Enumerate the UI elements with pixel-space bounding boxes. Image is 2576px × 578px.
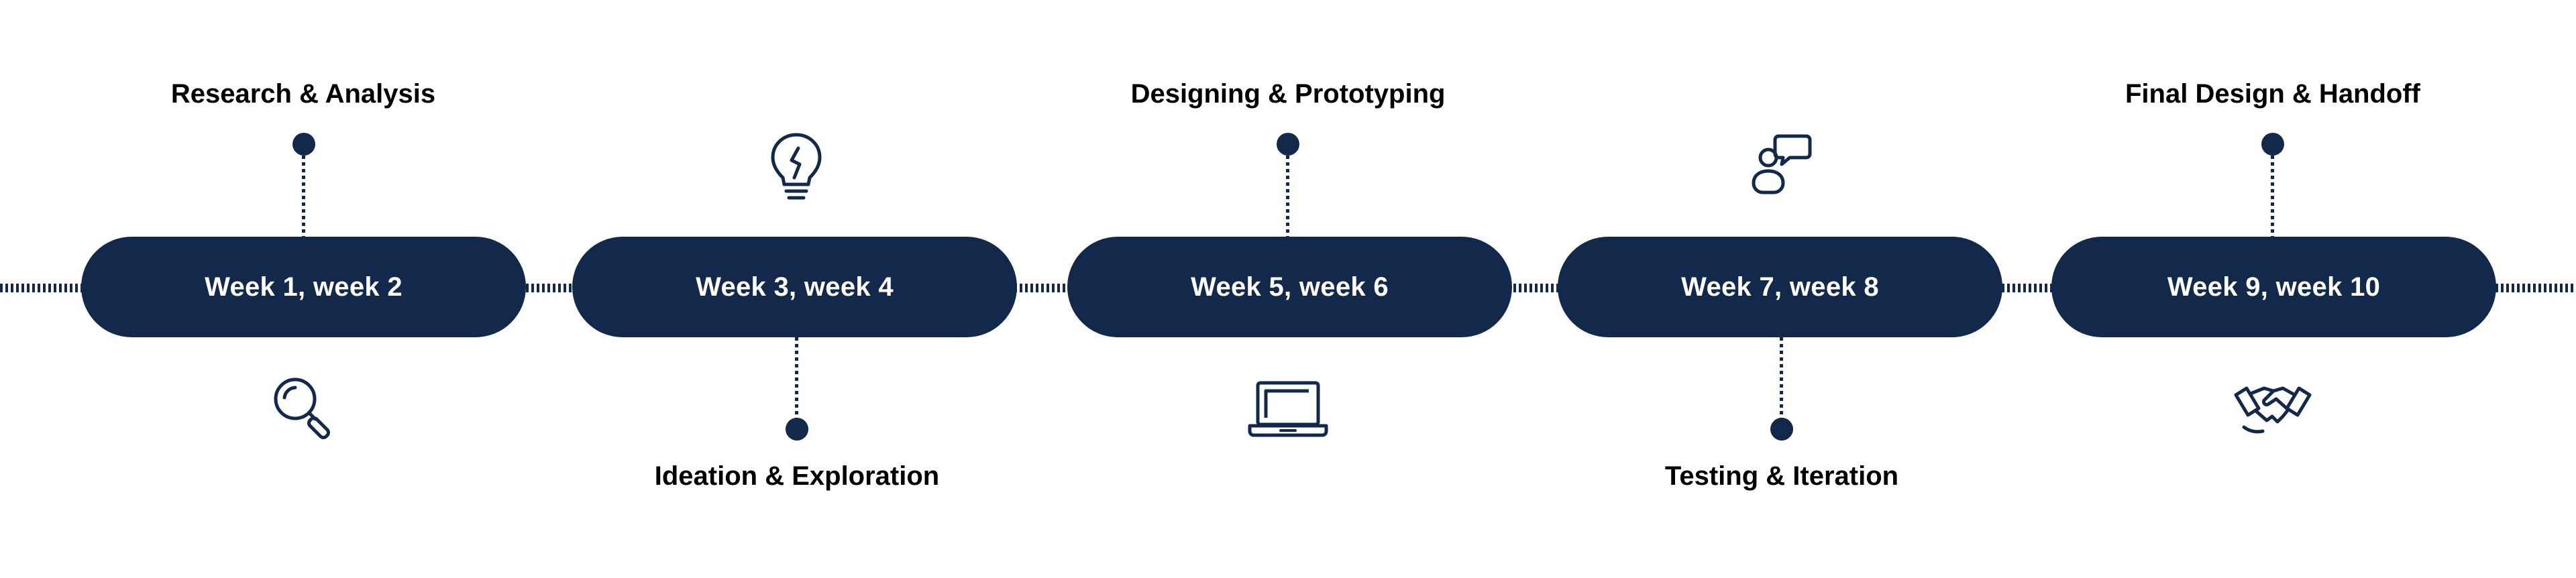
stage-2-week-label: Week 3, week 4 xyxy=(696,272,894,302)
stage-1-week-label: Week 1, week 2 xyxy=(205,272,402,302)
stage-3-week-pill: Week 5, week 6 xyxy=(1067,237,1512,337)
magnifier-icon xyxy=(260,365,347,453)
stage-5-week-label: Week 9, week 10 xyxy=(2167,272,2381,302)
stage-4-marker-dot xyxy=(1770,418,1793,441)
stage-4-week-label: Week 7, week 8 xyxy=(1681,272,1879,302)
stage-4-title: Testing & Iteration xyxy=(1664,461,1899,491)
handshake-icon xyxy=(2229,365,2316,453)
stage-4-connector xyxy=(1780,337,1783,419)
stage-5-week-pill: Week 9, week 10 xyxy=(2051,237,2496,337)
stage-1-week-pill: Week 1, week 2 xyxy=(81,237,526,337)
stage-1-title: Research & Analysis xyxy=(170,79,436,109)
stage-4-week-pill: Week 7, week 8 xyxy=(1558,237,2002,337)
stage-5-connector xyxy=(2271,156,2274,237)
laptop-icon xyxy=(1244,365,1332,453)
stage-3-connector xyxy=(1286,156,1289,237)
stage-1-marker-dot xyxy=(292,133,315,156)
stage-3-title: Designing & Prototyping xyxy=(1130,79,1446,109)
stage-3-week-label: Week 5, week 6 xyxy=(1191,272,1389,302)
stage-5-marker-dot xyxy=(2261,133,2284,156)
stage-2-week-pill: Week 3, week 4 xyxy=(572,237,1017,337)
user-chat-icon xyxy=(1737,123,1825,210)
stage-1-connector xyxy=(302,156,305,237)
stage-2-connector xyxy=(795,337,798,419)
stage-2-title: Ideation & Exploration xyxy=(654,461,940,491)
stage-5-title: Final Design & Handoff xyxy=(2125,79,2420,109)
lightbulb-icon xyxy=(753,123,840,210)
stage-3-marker-dot xyxy=(1277,133,1299,156)
stage-2-marker-dot xyxy=(786,418,808,441)
